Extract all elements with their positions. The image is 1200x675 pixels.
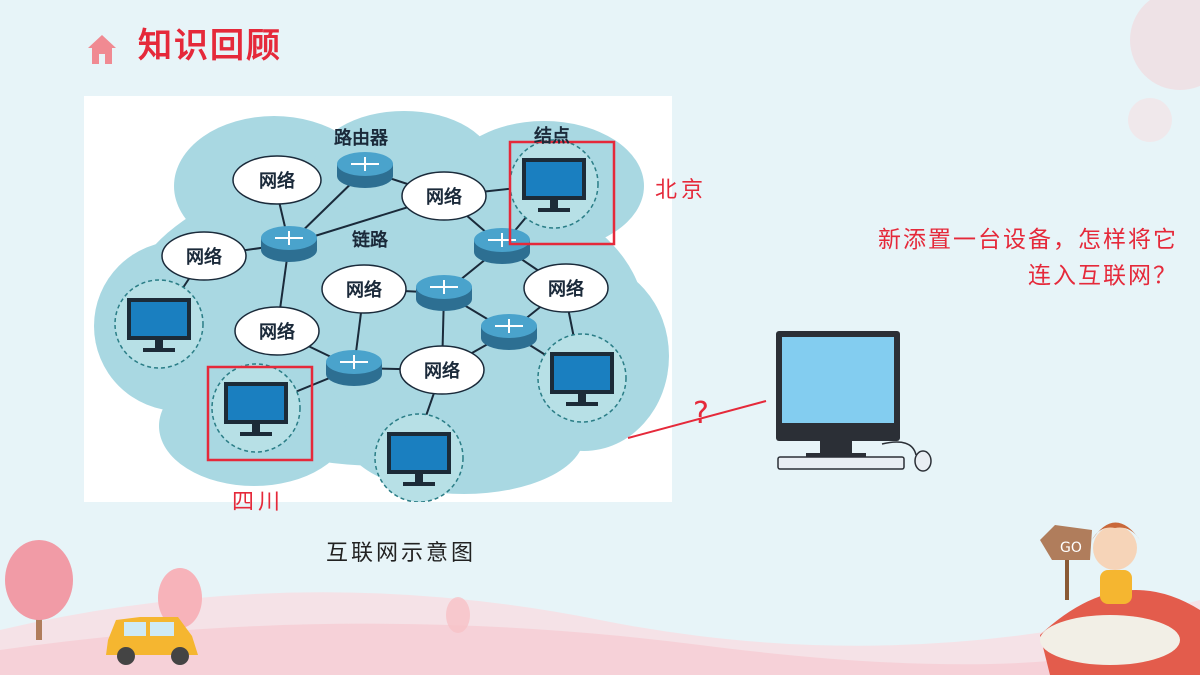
router bbox=[261, 226, 317, 262]
internet-diagram: 网络 网络 网络 网络 网络 网络 bbox=[84, 96, 672, 502]
node-computer bbox=[211, 363, 301, 453]
router bbox=[416, 275, 472, 311]
svg-text:网络: 网络 bbox=[426, 186, 462, 208]
network-cloud: 网络 bbox=[234, 306, 320, 356]
node-computer bbox=[114, 279, 204, 369]
router bbox=[474, 228, 530, 264]
svg-text:网络: 网络 bbox=[259, 170, 295, 192]
svg-text:网络: 网络 bbox=[259, 321, 295, 343]
svg-text:网络: 网络 bbox=[346, 279, 382, 301]
sichuan-label: 四川 bbox=[232, 490, 285, 515]
node-label: 结点 bbox=[534, 125, 570, 147]
node-computer bbox=[374, 413, 464, 502]
svg-text:GO: GO bbox=[1060, 540, 1082, 556]
tree-decor bbox=[5, 540, 470, 640]
connection-line bbox=[627, 400, 767, 439]
car-decor bbox=[106, 617, 198, 665]
network-cloud: 网络 bbox=[161, 231, 247, 281]
desktop-computer-icon bbox=[776, 331, 932, 472]
link-label: 链路 bbox=[352, 229, 389, 251]
router-label: 路由器 bbox=[334, 127, 389, 149]
network-cloud: 网络 bbox=[401, 171, 487, 221]
network-clouds: 网络 网络 网络 网络 网络 网络 bbox=[161, 155, 609, 395]
svg-text:网络: 网络 bbox=[424, 360, 460, 382]
home-icon bbox=[88, 35, 116, 64]
router bbox=[326, 350, 382, 386]
node-computer bbox=[537, 333, 627, 423]
node-computer bbox=[509, 139, 599, 229]
network-cloud: 网络 bbox=[523, 263, 609, 313]
network-cloud: 网络 bbox=[232, 155, 322, 205]
svg-text:网络: 网络 bbox=[186, 246, 222, 268]
network-cloud: 网络 bbox=[399, 345, 485, 395]
question-line-2: 连入互联网？ bbox=[1028, 263, 1178, 289]
question-text: 新添置一台设备，怎样将它 连入互联网？ bbox=[808, 222, 1178, 294]
beijing-highlight bbox=[508, 140, 616, 246]
diagram-caption: 互联网示意图 bbox=[326, 541, 477, 566]
routers bbox=[261, 152, 537, 386]
svg-text:网络: 网络 bbox=[548, 278, 584, 300]
router bbox=[337, 152, 393, 188]
sichuan-highlight bbox=[206, 365, 314, 462]
beijing-label: 北京 bbox=[655, 178, 708, 203]
question-mark: ? bbox=[693, 396, 709, 431]
kid-illustration: GO bbox=[1040, 522, 1200, 675]
new-device bbox=[627, 331, 932, 472]
computer-nodes bbox=[114, 139, 627, 502]
question-line-1: 新添置一台设备，怎样将它 bbox=[878, 227, 1178, 253]
slide-title: 知识回顾 bbox=[138, 26, 282, 66]
network-cloud: 网络 bbox=[321, 264, 407, 314]
router bbox=[481, 314, 537, 350]
